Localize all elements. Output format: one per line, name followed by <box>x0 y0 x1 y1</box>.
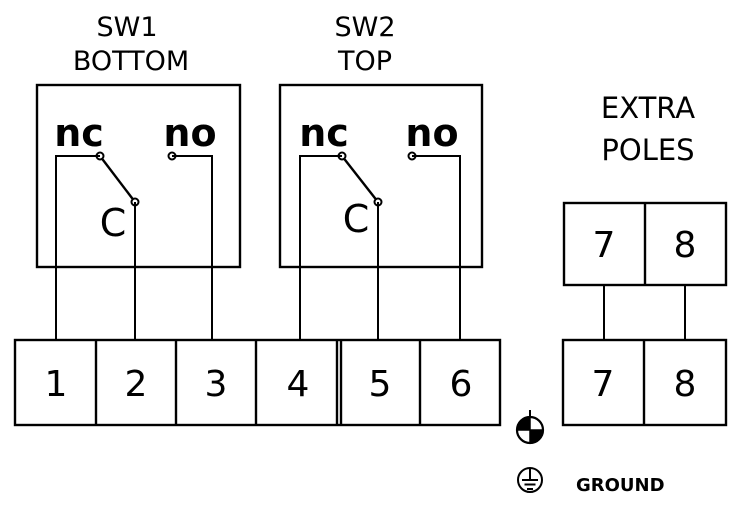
sw2-common-label: C <box>343 197 370 241</box>
sw2-position-label: TOP <box>337 46 392 77</box>
switch-sw2: SW2 TOP nc no C <box>278 12 484 340</box>
sw1-common-label: C <box>100 201 127 245</box>
sw2-title: SW2 <box>334 12 395 43</box>
terminal-3: 3 <box>205 364 228 405</box>
sw1-no-label: no <box>163 111 216 155</box>
sw1-switch-lever <box>99 155 136 203</box>
switch-sw1: SW1 BOTTOM nc no C <box>35 12 242 340</box>
sw1-nc-wire <box>55 155 100 340</box>
sw1-housing <box>35 83 242 269</box>
terminal-7: 7 <box>592 364 615 405</box>
sw2-no-wire <box>412 155 461 340</box>
sw1-title: SW1 <box>96 12 157 43</box>
sw2-nc-label: nc <box>299 111 349 155</box>
ground-screw-icon <box>515 410 545 445</box>
sw2-nc-wire <box>299 155 342 340</box>
terminal-strip: 1 2 3 4 5 6 <box>13 338 502 427</box>
terminal-2: 2 <box>125 364 148 405</box>
terminal-1: 1 <box>45 364 68 405</box>
sw2-housing <box>278 83 484 269</box>
terminal-strip-frame <box>13 338 502 427</box>
sw2-no-label: no <box>405 111 458 155</box>
sw2-switch-lever <box>341 155 379 203</box>
extra-poles-subtitle: POLES <box>601 133 694 167</box>
sw1-position-label: BOTTOM <box>73 46 189 77</box>
terminal-8: 8 <box>674 364 697 405</box>
extra-poles: EXTRA POLES 7 8 <box>562 91 728 340</box>
extra-pole-7: 7 <box>593 225 616 266</box>
terminal-4: 4 <box>287 364 310 405</box>
sw1-no-wire <box>172 155 213 340</box>
ground-symbol-icon <box>517 467 543 493</box>
terminal-strip-extra: 7 8 <box>561 338 728 427</box>
ground-section: GROUND <box>515 410 665 496</box>
terminal-6: 6 <box>450 364 473 405</box>
extra-poles-title: EXTRA <box>601 91 695 125</box>
extra-pole-8: 8 <box>674 225 697 266</box>
terminal-5: 5 <box>369 364 392 405</box>
ground-label: GROUND <box>576 475 665 496</box>
sw1-nc-label: nc <box>54 111 104 155</box>
